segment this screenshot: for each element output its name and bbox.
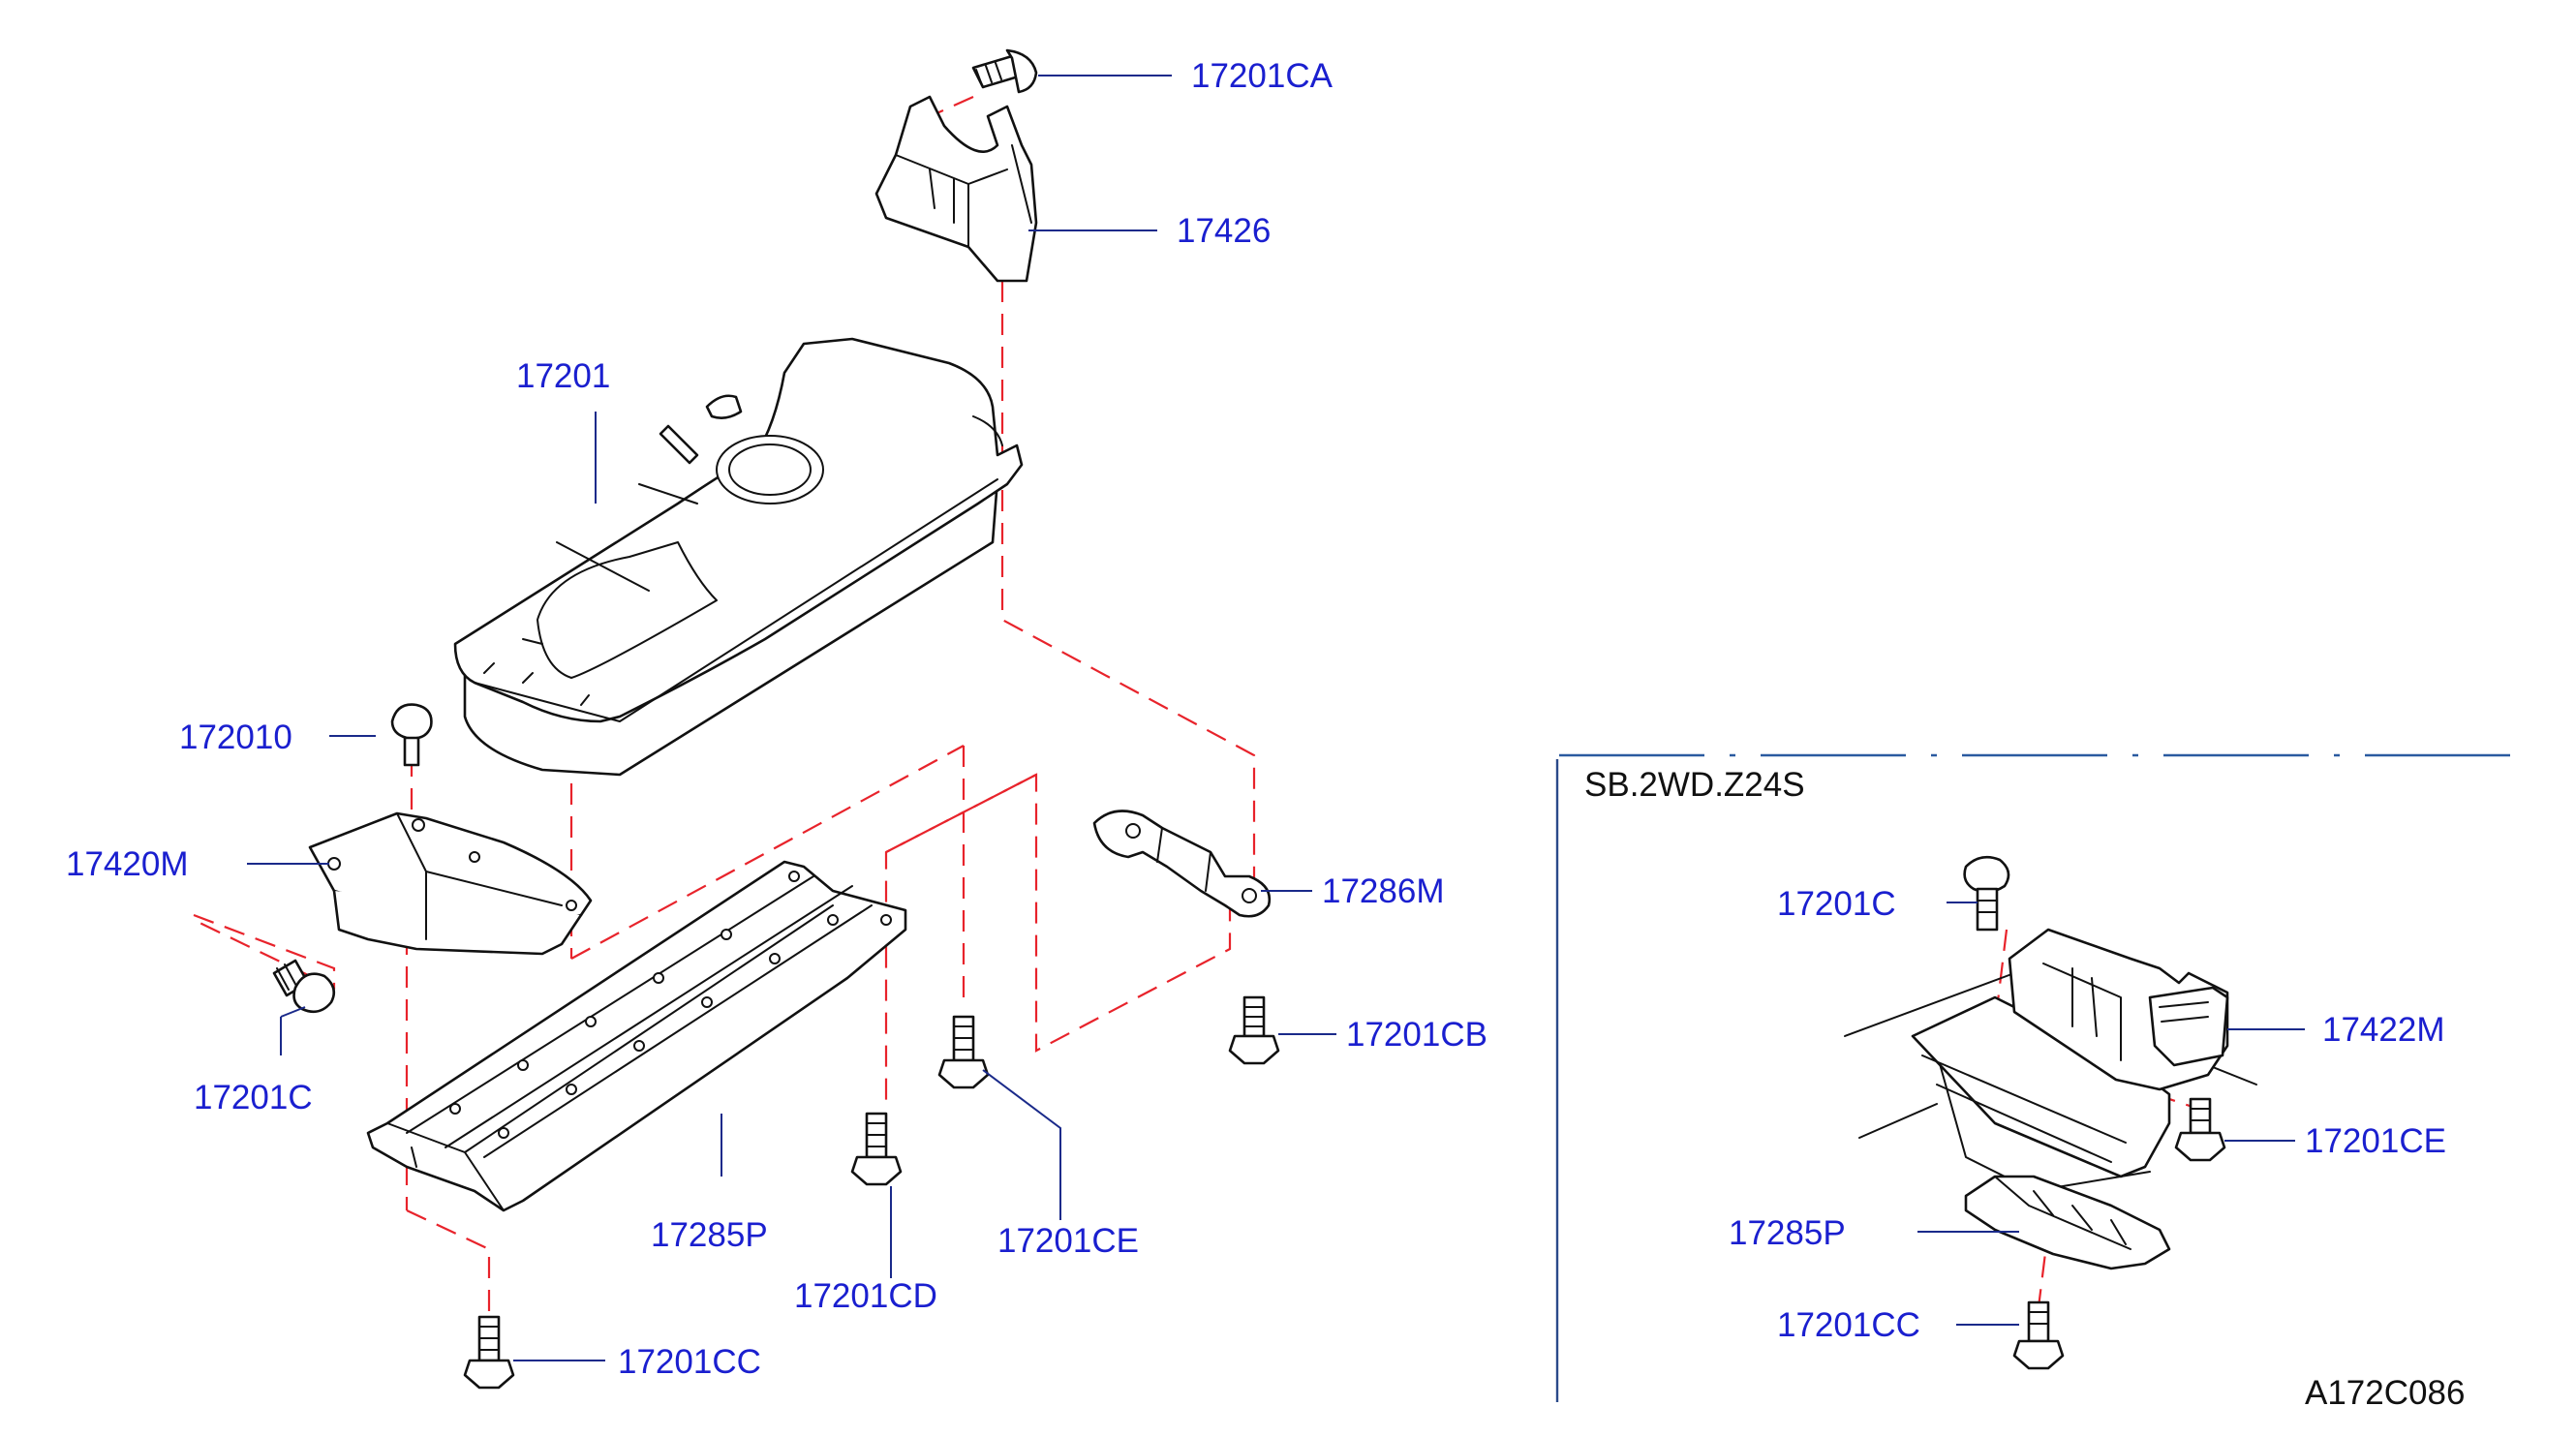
leader-lines bbox=[247, 75, 2305, 1361]
bolt-near-17420M-drawing bbox=[390, 703, 433, 767]
inset-skid-plate-17285P-drawing bbox=[1964, 1175, 2171, 1270]
bracket-17286M-drawing bbox=[1092, 810, 1272, 918]
bracket-17426-drawing bbox=[874, 95, 1038, 283]
label-17201CC-left: 17201CC bbox=[618, 1343, 761, 1381]
label-17286M: 17286M bbox=[1322, 872, 1444, 910]
bracket-17420M-drawing bbox=[308, 811, 593, 956]
label-17201CD: 17201CD bbox=[794, 1277, 937, 1315]
inset-bolt-17201C-drawing bbox=[1963, 855, 2010, 932]
label-17422M: 17422M bbox=[2322, 1011, 2444, 1049]
bolt-17201CE-left-drawing bbox=[937, 1015, 990, 1089]
inset-frame bbox=[1555, 753, 2528, 1402]
skid-plate-17285P-left-drawing bbox=[366, 860, 907, 1212]
part-labels: 17201CA 17426 17201 172010 17420M 17201C… bbox=[66, 57, 2446, 1381]
diagram-code: A172C086 bbox=[2305, 1374, 2465, 1412]
inset-title: SB.2WD.Z24S bbox=[1584, 766, 1805, 804]
label-17201CE-right: 17201CE bbox=[2305, 1122, 2446, 1160]
label-17201CA: 17201CA bbox=[1191, 57, 1334, 95]
skid-plate-holes bbox=[449, 871, 892, 1139]
bolt-17201CC-left-drawing bbox=[463, 1315, 515, 1390]
label-17201CE-left: 17201CE bbox=[997, 1222, 1139, 1260]
inset-bolt-17201CC-drawing bbox=[2012, 1300, 2065, 1370]
label-17285P-right: 17285P bbox=[1729, 1214, 1846, 1252]
label-17201: 17201 bbox=[516, 357, 610, 395]
bolt-17201CA-drawing bbox=[971, 48, 1038, 94]
bolt-17201CD-drawing bbox=[850, 1112, 903, 1186]
bolt-17201C-left-drawing bbox=[272, 959, 336, 1014]
label-17285P-left: 17285P bbox=[651, 1216, 768, 1254]
label-17201C-left: 17201C bbox=[194, 1079, 313, 1116]
bolt-17201CB-drawing bbox=[1228, 995, 1280, 1065]
label-17420M: 17420M bbox=[66, 845, 188, 883]
label-17201C-right: 17201C bbox=[1777, 885, 1896, 923]
inset-bracket-17422M-drawing bbox=[2008, 928, 2229, 1091]
label-17426: 17426 bbox=[1177, 212, 1271, 250]
fuel-tank-17201-drawing bbox=[453, 337, 1024, 777]
label-17201-partial: 172010 bbox=[179, 718, 292, 756]
inset-bolt-17201CE-drawing bbox=[2174, 1097, 2226, 1162]
label-17201CB: 17201CB bbox=[1346, 1016, 1487, 1054]
label-17201CC-right: 17201CC bbox=[1777, 1306, 1920, 1344]
